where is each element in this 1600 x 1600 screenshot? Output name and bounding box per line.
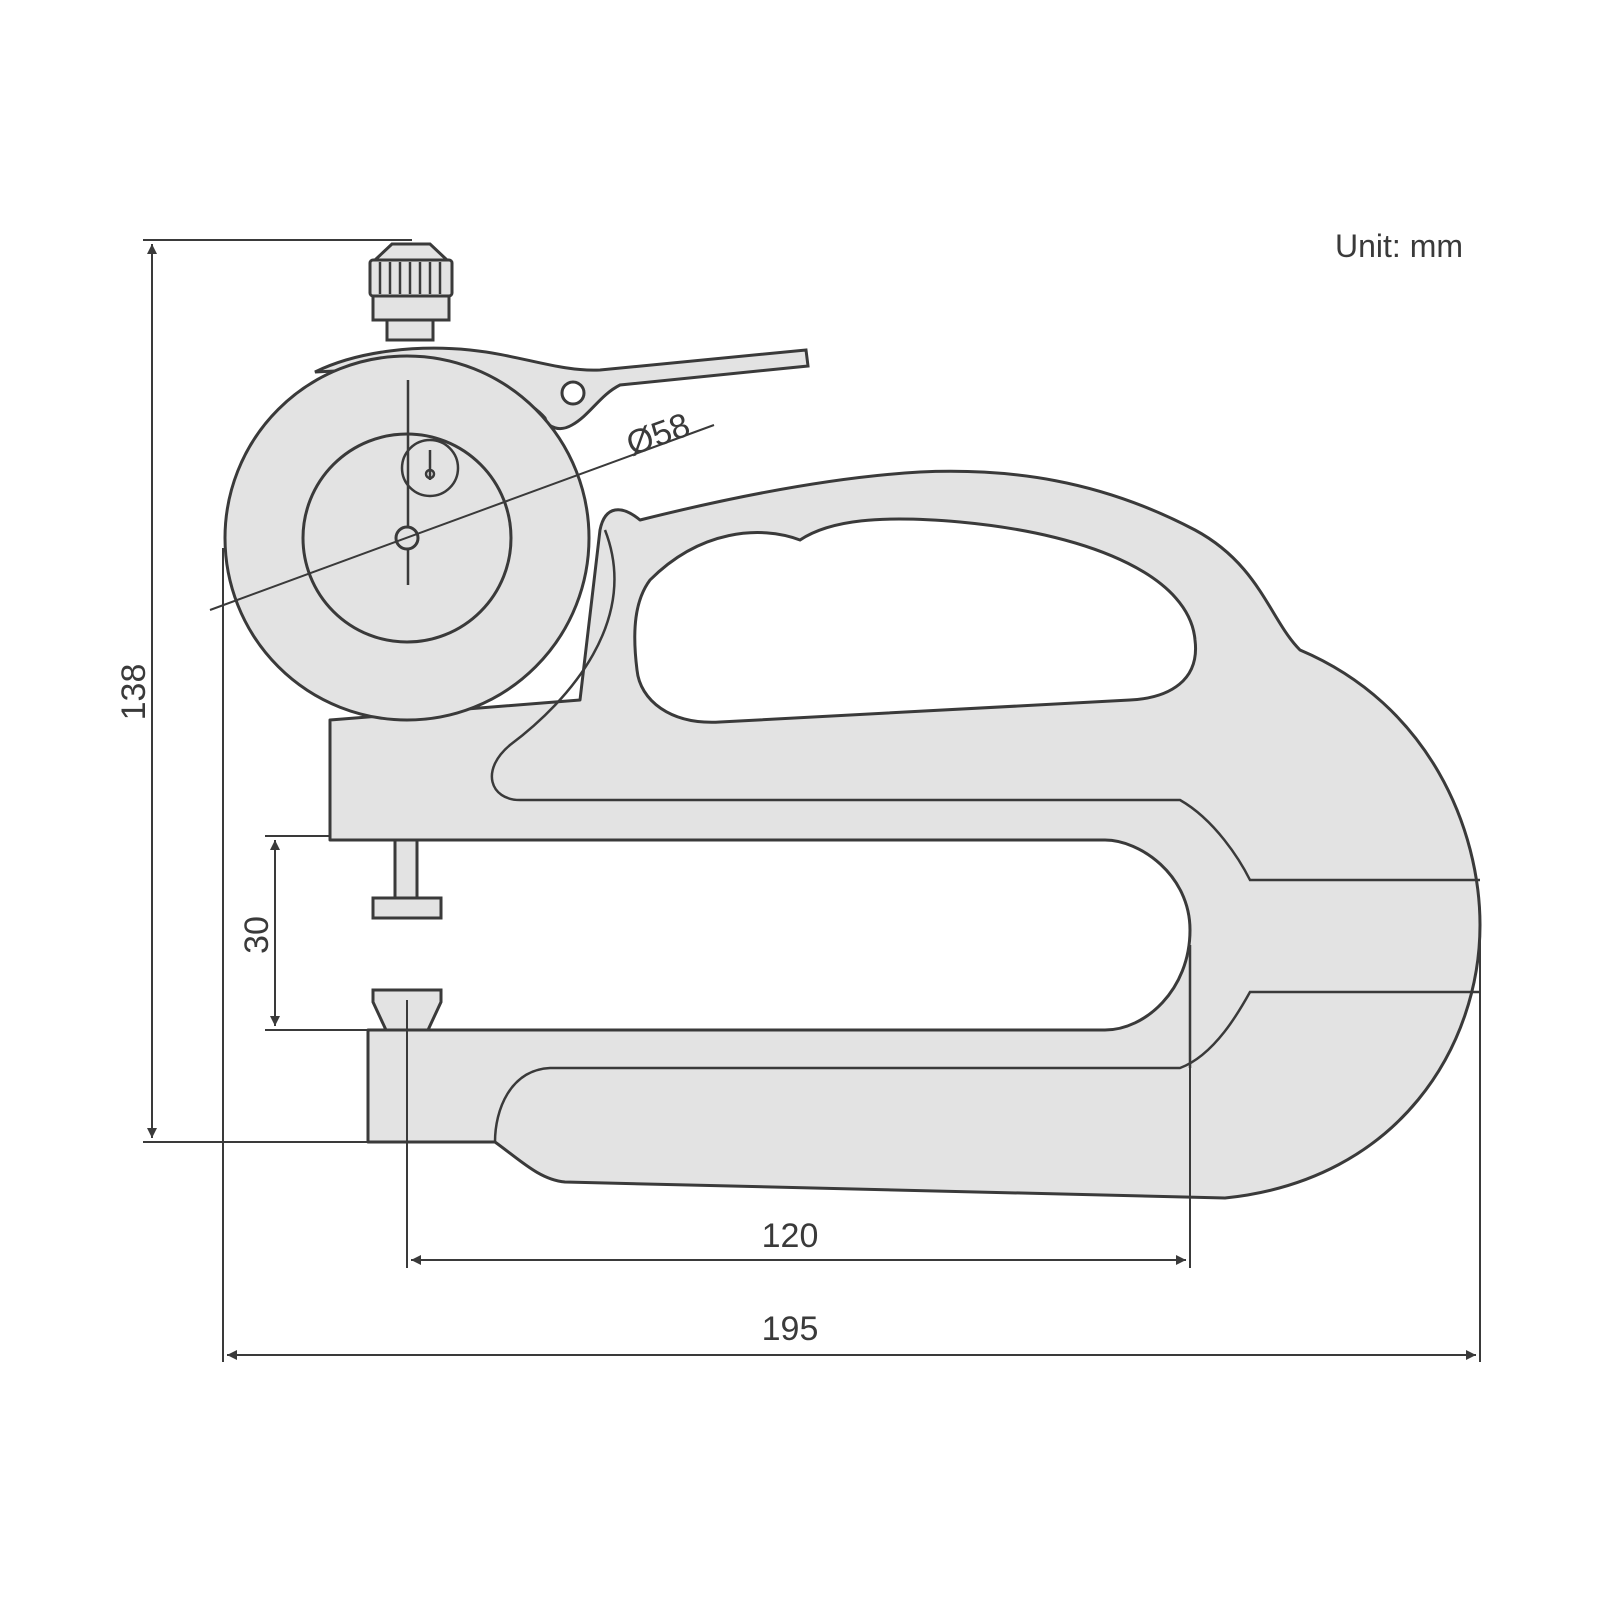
sub-dial-hub <box>424 468 436 480</box>
dim-dial-line <box>209 424 715 611</box>
dim-height: 138 <box>115 664 153 721</box>
dim-width: 195 <box>762 1310 819 1348</box>
lever-pivot <box>560 380 586 406</box>
frame-inner-upper <box>490 529 1480 882</box>
upper-anvil <box>371 896 443 920</box>
unit-label: Unit: mm <box>1335 228 1463 264</box>
dim-dial: Ø58 <box>622 406 695 464</box>
dim-gap: 30 <box>238 916 276 954</box>
crown-top <box>371 242 451 262</box>
frame-inner-lower <box>493 990 1480 1143</box>
spindle <box>393 838 419 900</box>
dim-depth: 120 <box>762 1217 819 1255</box>
crown-base <box>371 292 451 322</box>
sub-dial <box>400 438 460 498</box>
knurl-lines <box>378 262 442 294</box>
handle-opening <box>633 517 1198 724</box>
